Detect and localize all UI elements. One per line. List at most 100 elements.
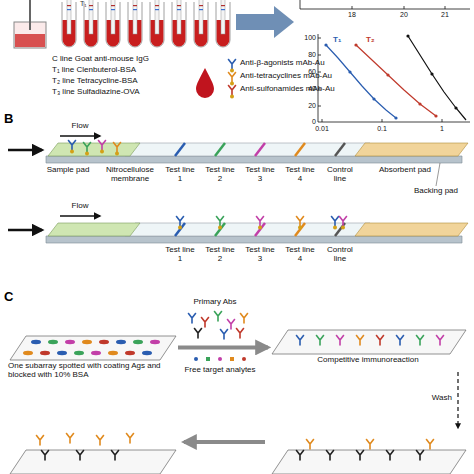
free-analytes: [194, 357, 246, 361]
test-strip: [114, 143, 121, 156]
axis-tick: 20: [396, 11, 412, 19]
antibody-key: [229, 60, 236, 99]
strip-part-label: Backing pad: [404, 187, 468, 196]
inhibition-chart: [430, 72, 433, 75]
test-strip: [217, 217, 224, 230]
flow-label: Flow: [62, 202, 98, 211]
strip-part-label: Control line: [322, 246, 358, 263]
curve-label: T₁: [333, 36, 347, 45]
inhibition-chart: [326, 45, 396, 118]
free-analytes: [242, 357, 246, 361]
test-strip: [8, 149, 42, 152]
step-label: Primary Abs: [180, 298, 250, 307]
test-strip: [125, 143, 370, 156]
test-strip: [60, 215, 100, 217]
plate-node: One subarray spotted with coating Ags an…: [8, 330, 178, 380]
line-key: T₁ line Clenbuterol-BSA: [52, 66, 197, 75]
tube-row: [84, 0, 98, 47]
test-strip: [257, 217, 264, 230]
microarray-plate: [23, 351, 33, 355]
free-analytes: [194, 357, 198, 361]
microarray-plate: [10, 450, 176, 474]
inhibition-chart: [324, 43, 397, 119]
microarray-plate: [48, 340, 58, 344]
inhibition-chart: [406, 34, 409, 37]
microarray-plate: [112, 451, 119, 461]
curve-label: T₂: [366, 36, 380, 45]
microarray-plate: [108, 351, 118, 355]
microarray-plate: [327, 451, 334, 461]
microarray-plate: [357, 336, 364, 346]
microarray-plate: [99, 340, 109, 344]
sample-beaker: [14, 0, 46, 48]
step-arrow: [184, 440, 265, 444]
test-strip: [215, 143, 225, 156]
axis-tick: 0.1: [370, 125, 394, 133]
test-strip: [125, 223, 370, 236]
antibody-label: Anti-sulfonamides mAb-Au: [240, 85, 360, 94]
microarray-plate: [337, 336, 344, 346]
step-label: Free target analytes: [172, 366, 268, 375]
test-strip: [48, 143, 140, 156]
microarray-plate: [67, 434, 74, 444]
inhibition-chart: [418, 102, 421, 105]
inhibition-chart: [408, 36, 466, 120]
curve-label: T₁: [80, 0, 94, 8]
microarray-plate: [397, 336, 404, 346]
primary-antibody-cluster: [189, 312, 248, 340]
microarray-plate: [10, 336, 176, 360]
tube-row: [106, 0, 120, 47]
microarray-plate: [297, 451, 304, 461]
microarray-plate: [317, 336, 324, 346]
primary-antibody-cluster: [189, 314, 196, 324]
tube-row: [62, 0, 230, 47]
tube-row: [216, 0, 230, 47]
line-key: T₂ line Tetracycline-BSA: [52, 77, 197, 86]
axis-tick: 80: [298, 51, 316, 59]
microarray-plate: [357, 451, 364, 461]
strip-part-label: Test line 1: [165, 246, 195, 263]
test-strip: [8, 136, 468, 186]
microarray-plate: [437, 336, 444, 346]
microarray-plate: [272, 330, 466, 354]
primary-antibody-cluster: [215, 312, 222, 322]
test-strip: [60, 135, 100, 137]
microarray-plate: [10, 336, 176, 360]
microarray-plate: [142, 351, 152, 355]
microarray-plate: [272, 330, 466, 354]
test-strip: [355, 143, 468, 156]
test-strip: [335, 143, 345, 156]
microarray-plate: [97, 436, 104, 446]
primary-antibody-cluster: [241, 314, 248, 324]
sample-beaker: [29, 0, 31, 30]
microarray-plate: [272, 450, 466, 474]
inhibition-chart: [406, 34, 457, 109]
primary-antibody-cluster: [237, 329, 244, 339]
microarray-plate: [82, 340, 92, 344]
primary-antibody-cluster: [228, 320, 235, 330]
axis-tick: 0: [298, 118, 316, 126]
sample-beaker: [15, 34, 45, 47]
test-strip: [46, 236, 462, 243]
axis-tick: 21: [437, 11, 453, 19]
tube-row: [62, 0, 76, 47]
wash-arrow: [457, 372, 458, 428]
microarray-plate: [150, 340, 160, 344]
microarray-plate: [133, 340, 143, 344]
primary-antibody-cluster: [221, 330, 228, 340]
free-analytes: [218, 357, 222, 361]
microarray-plate: [127, 434, 134, 444]
microarray-plate: [417, 451, 424, 461]
microarray-plate: [57, 351, 67, 355]
step-label: Wash: [412, 394, 452, 403]
test-strip: [84, 143, 91, 156]
strip-part-label: Absorbent pad: [368, 166, 442, 175]
microarray-plate: [37, 436, 44, 446]
microarray-plate: [74, 351, 84, 355]
test-strip: [69, 141, 76, 154]
strip-part-label: Test line 2: [205, 166, 235, 183]
strip-part-label: Test line 4: [285, 166, 315, 183]
microarray-plate: [116, 340, 126, 344]
test-strip: [46, 156, 462, 163]
microarray-plate: [427, 440, 434, 450]
